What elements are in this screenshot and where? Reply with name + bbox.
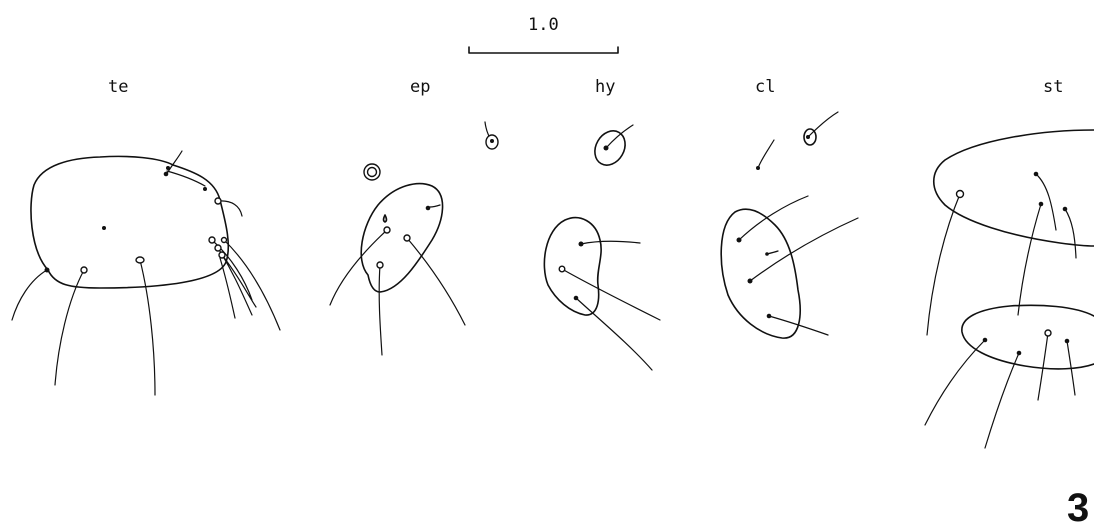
cl-pore (803, 128, 817, 146)
hy-pore (594, 130, 626, 166)
scale-bar-line (468, 46, 619, 54)
te-setae (11, 150, 281, 396)
scale-bar-label: 1.0 (528, 15, 559, 35)
cl-outline (720, 208, 801, 339)
hy-seta-socket (558, 265, 566, 273)
cl-free-seta-base (756, 166, 760, 170)
cl-setae (738, 195, 859, 336)
hy-pore-dot (603, 145, 609, 151)
ep-ring-inner (366, 166, 378, 178)
hy-outline (543, 216, 602, 316)
panel-te-drawing (11, 150, 281, 396)
ep-setae (329, 121, 493, 356)
panel-st-drawing (924, 129, 1094, 449)
hy-seta-bases (573, 241, 584, 301)
figure-number: 3 (1067, 486, 1089, 528)
st-setae (924, 173, 1077, 449)
panel-ep-drawing (329, 121, 499, 356)
hy-pore-seta (605, 124, 634, 149)
hy-setae (561, 240, 661, 371)
panel-label-te: te (108, 77, 128, 97)
cl-seta-bases (736, 237, 772, 319)
panel-cl-drawing (720, 111, 859, 339)
cl-free-seta (757, 139, 775, 169)
panel-label-hy: hy (595, 77, 615, 97)
panel-hy-drawing (543, 124, 661, 371)
te-outline (30, 155, 230, 289)
ep-outline (360, 182, 444, 293)
st-lower-outline (961, 304, 1094, 370)
te-seta-sockets (80, 197, 228, 274)
scale-bar: 1.0 (468, 15, 619, 54)
cl-pore-dot (806, 135, 810, 139)
st-upper-outline (932, 129, 1094, 247)
panel-label-ep: ep (410, 77, 430, 97)
ep-seta-base (425, 205, 431, 211)
panel-label-st: st (1043, 77, 1063, 97)
ep-pit-dot (490, 139, 494, 143)
st-seta-sockets (955, 189, 1052, 337)
te-seta-bases (44, 166, 207, 273)
panel-label-cl: cl (755, 77, 775, 97)
ep-seta-sockets (376, 226, 411, 269)
ep-small-mark (382, 214, 388, 223)
cl-pore-seta (807, 111, 839, 138)
st-seta-bases (982, 171, 1070, 356)
